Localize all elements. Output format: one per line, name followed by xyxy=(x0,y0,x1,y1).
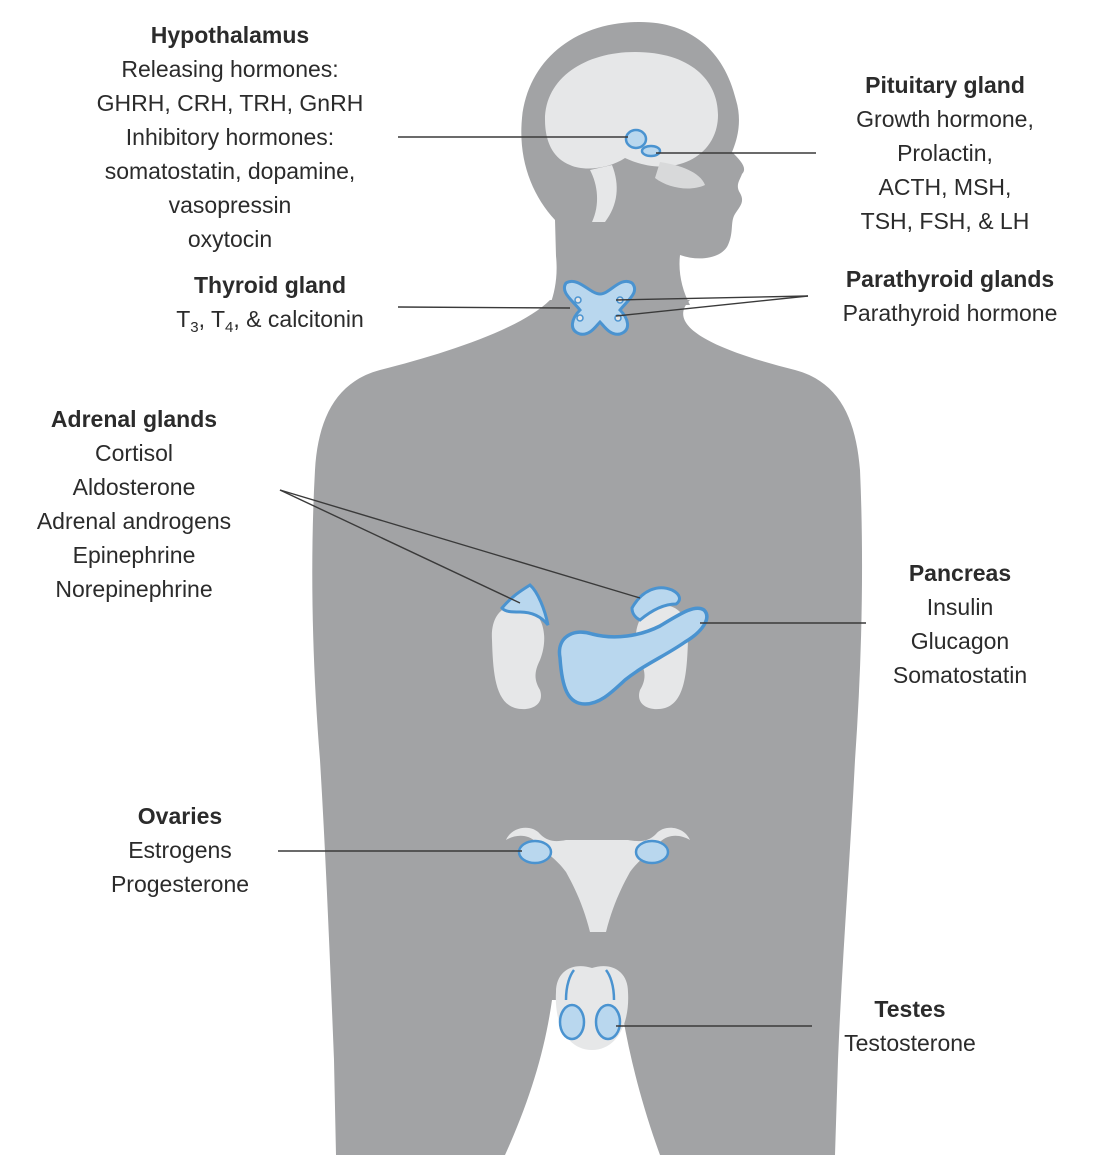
thyroid-hormones: T3, T4, & calcitonin xyxy=(120,302,420,336)
pituitary-line: Prolactin, xyxy=(815,136,1075,170)
adrenal-line: Cortisol xyxy=(0,436,268,470)
left-testis xyxy=(560,1005,584,1039)
hypothalamus-line: Releasing hormones: xyxy=(60,52,400,86)
ovaries-title: Ovaries xyxy=(80,799,280,833)
pituitary-gland xyxy=(642,146,660,156)
pituitary-title: Pituitary gland xyxy=(815,68,1075,102)
pancreas-line: Insulin xyxy=(860,590,1060,624)
adrenal-title: Adrenal glands xyxy=(0,402,268,436)
thyroid-title: Thyroid gland xyxy=(120,268,420,302)
adrenal-line: Aldosterone xyxy=(0,470,268,504)
adrenal-line: Adrenal androgens xyxy=(0,504,268,538)
pancreas-line: Somatostatin xyxy=(860,658,1060,692)
hypothalamus-line: somatostatin, dopamine, xyxy=(60,154,400,188)
left-ovary xyxy=(519,841,551,863)
pancreas-label: Pancreas Insulin Glucagon Somatostatin xyxy=(860,556,1060,692)
hypothalamus-line: oxytocin xyxy=(60,222,400,256)
testes-label: Testes Testosterone xyxy=(810,992,1010,1060)
t4-letter: T xyxy=(211,306,225,332)
adrenal-line: Epinephrine xyxy=(0,538,268,572)
ovaries-line: Progesterone xyxy=(80,867,280,901)
pituitary-line: ACTH, MSH, xyxy=(815,170,1075,204)
hypothalamus-gland xyxy=(626,130,646,148)
hypothalamus-title: Hypothalamus xyxy=(60,18,400,52)
hypothalamus-line: Inhibitory hormones: xyxy=(60,120,400,154)
parathyroid-line: Parathyroid hormone xyxy=(810,296,1090,330)
hypothalamus-line: vasopressin xyxy=(60,188,400,222)
thyroid-rest: , & calcitonin xyxy=(233,306,363,332)
adrenal-label: Adrenal glands Cortisol Aldosterone Adre… xyxy=(0,402,268,606)
right-ovary xyxy=(636,841,668,863)
ovaries-label: Ovaries Estrogens Progesterone xyxy=(80,799,280,901)
right-testis xyxy=(596,1005,620,1039)
pancreas-line: Glucagon xyxy=(860,624,1060,658)
adrenal-line: Norepinephrine xyxy=(0,572,268,606)
testes-title: Testes xyxy=(810,992,1010,1026)
t3-subscript: 3 xyxy=(190,319,198,336)
parathyroid-title: Parathyroid glands xyxy=(810,262,1090,296)
pituitary-line: TSH, FSH, & LH xyxy=(815,204,1075,238)
hypothalamus-line: GHRH, CRH, TRH, GnRH xyxy=(60,86,400,120)
pituitary-line: Growth hormone, xyxy=(815,102,1075,136)
pituitary-label: Pituitary gland Growth hormone, Prolacti… xyxy=(815,68,1075,238)
pancreas-title: Pancreas xyxy=(860,556,1060,590)
hypothalamus-label: Hypothalamus Releasing hormones: GHRH, C… xyxy=(60,18,400,256)
thyroid-label: Thyroid gland T3, T4, & calcitonin xyxy=(120,268,420,336)
testes-line: Testosterone xyxy=(810,1026,1010,1060)
t3-letter: T xyxy=(176,306,190,332)
thyroid-separator: , xyxy=(199,306,211,332)
parathyroid-label: Parathyroid glands Parathyroid hormone xyxy=(810,262,1090,330)
ovaries-line: Estrogens xyxy=(80,833,280,867)
